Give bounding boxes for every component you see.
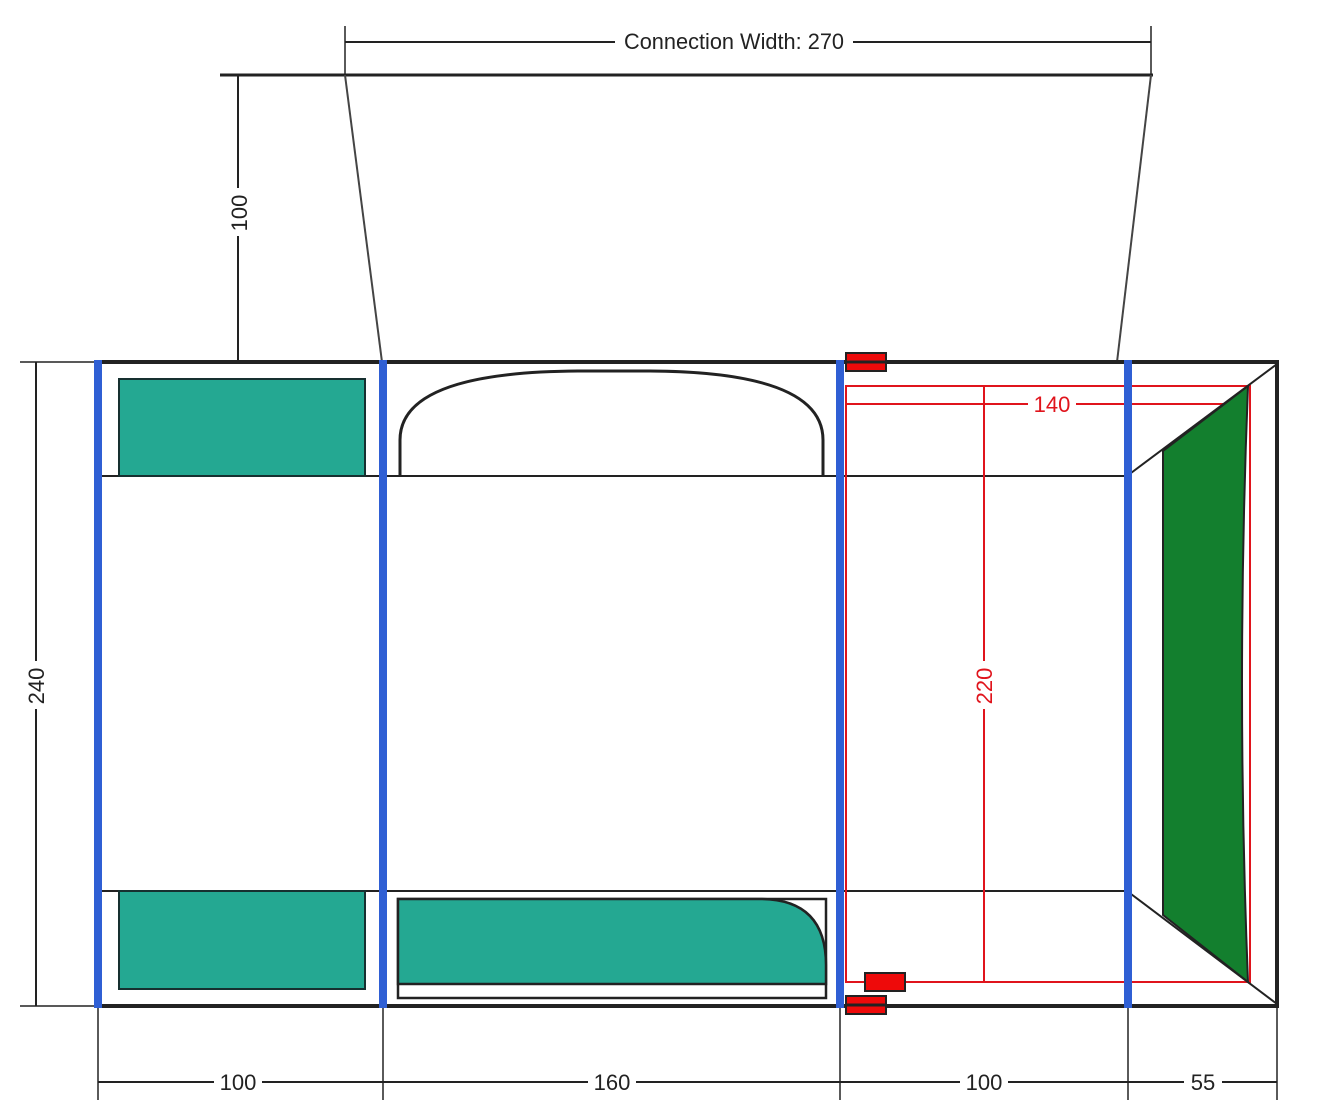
door-diagonal-bottom	[1126, 890, 1278, 1005]
section-1-label: 100	[220, 1070, 257, 1095]
canopy-left-side	[344, 74, 383, 363]
pole-4	[1124, 360, 1132, 1008]
marker-top	[845, 352, 887, 372]
inner-dimension-box: 140 220	[845, 385, 1251, 983]
height-dimension: 240	[20, 361, 98, 1007]
bed-bottom-middle	[396, 897, 828, 1000]
marker-bottom-outer	[845, 995, 887, 1015]
inner-height-label: 220	[972, 668, 997, 705]
pole-3	[836, 360, 844, 1008]
canopy-depth-dimension: 100	[224, 75, 252, 362]
pole-1	[94, 360, 102, 1008]
connection-width-label: Connection Width: 270	[624, 29, 844, 54]
canopy-right-side	[1116, 74, 1152, 363]
alcove-top-middle	[398, 369, 825, 476]
bed-top-left	[118, 378, 366, 477]
door-panel-green	[1162, 383, 1250, 985]
section-2-label: 160	[594, 1070, 631, 1095]
section-4-label: 55	[1191, 1070, 1215, 1095]
bed-bottom-left	[118, 890, 366, 990]
connection-width-dimension: Connection Width: 270	[344, 26, 1152, 75]
inner-width-label: 140	[1034, 392, 1071, 417]
section-dimensions: 100 160 100 55	[97, 1008, 1278, 1100]
section-3-label: 100	[966, 1070, 1003, 1095]
canopy-depth-label: 100	[227, 195, 252, 232]
pole-2	[379, 360, 387, 1008]
height-label: 240	[24, 668, 49, 705]
marker-bottom-inner	[864, 972, 906, 992]
